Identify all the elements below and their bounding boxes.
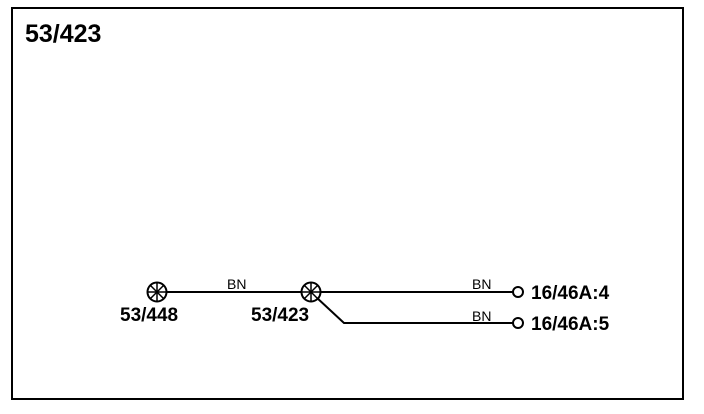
terminal-label-16-46a-4: 16/46A:4 <box>531 283 610 304</box>
terminal-16-46a-4-icon[interactable] <box>512 286 524 298</box>
splice-53-448-icon[interactable] <box>146 281 168 303</box>
terminal-label-16-46a-5: 16/46A:5 <box>531 314 610 335</box>
diagram-frame <box>11 7 684 400</box>
wire-segment-3 <box>315 296 513 324</box>
splice-53-423-icon[interactable] <box>300 281 322 303</box>
splice-label-53-423: 53/423 <box>251 305 309 326</box>
terminal-16-46a-5-icon[interactable] <box>512 317 524 329</box>
wire-label-2: BN <box>472 276 491 292</box>
wire-label-3: BN <box>472 308 491 324</box>
diagram-title: 53/423 <box>25 20 102 48</box>
splice-label-53-448: 53/448 <box>120 305 178 326</box>
wire-label-1: BN <box>227 276 246 292</box>
